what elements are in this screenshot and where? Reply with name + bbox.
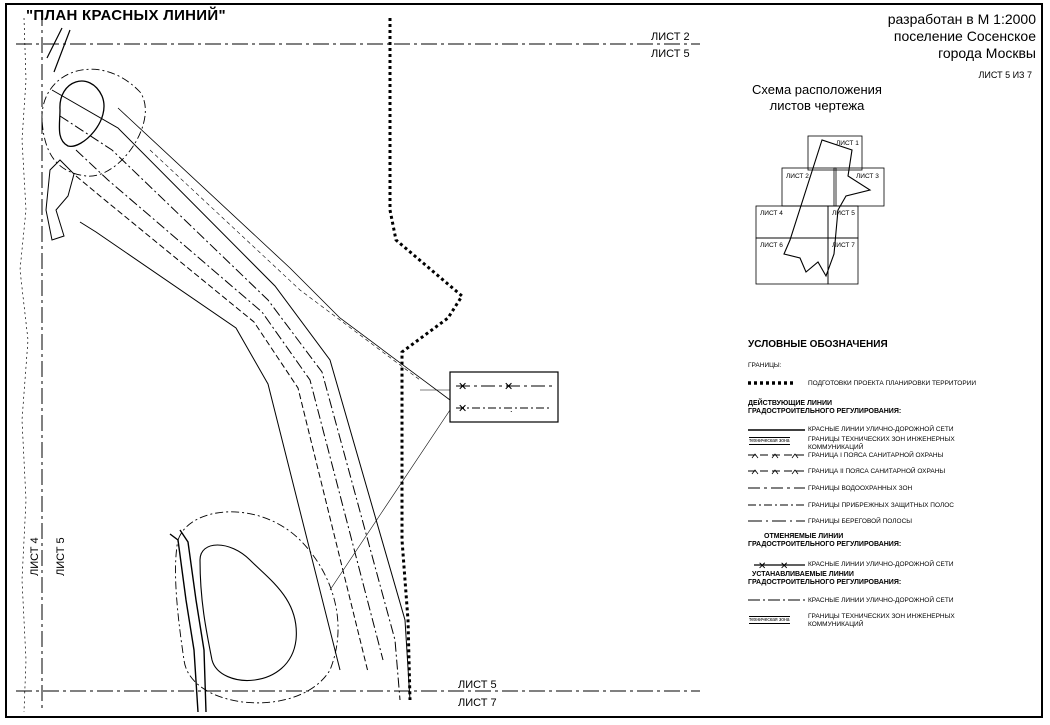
road-line-g: [149, 149, 421, 381]
legend-project-boundary: ПОДГОТОВКИ ПРОЕКТА ПЛАНИРОВКИ ТЕРРИТОРИИ: [808, 380, 977, 387]
scheme-sheet-1: ЛИСТ 1: [836, 140, 859, 147]
pond-top: [58, 80, 105, 147]
legend-zone-tag-new: техническая зона: [749, 616, 790, 624]
legend-new-item-3: КОММУНИКАЦИЙ: [808, 621, 864, 628]
legend-new-header-2: ГРАДОСТРОИТЕЛЬНОГО РЕГУЛИРОВАНИЯ:: [748, 579, 902, 586]
legend-new-item-1: КРАСНЫЕ ЛИНИИ УЛИЧНО-ДОРОЖНОЙ СЕТИ: [808, 597, 954, 604]
header-line1: разработан в М 1:2000: [887, 11, 1036, 27]
road-line-d: [75, 175, 369, 673]
scheme-title-line1: Схема расположения: [752, 82, 882, 97]
sheet-label-left-b: ЛИСТ 5: [55, 537, 67, 576]
legend-existing-item-1: КРАСНЫЕ ЛИНИИ УЛИЧНО-ДОРОЖНОЙ СЕТИ: [808, 426, 954, 433]
legend-existing-item-8: ГРАНИЦЫ БЕРЕГОВОЙ ПОЛОСЫ: [808, 518, 913, 525]
svg-text:✕: ✕: [504, 381, 513, 393]
legend-cancelled-item-1: КРАСНЫЕ ЛИНИИ УЛИЧНО-ДОРОЖНОЙ СЕТИ: [808, 561, 954, 568]
legend-cancelled-header-1: ОТМЕНЯЕМЫЕ ЛИНИИ: [764, 533, 844, 540]
legend-existing-item-5: ГРАНИЦА II ПОЯСА САНИТАРНОЙ ОХРАНЫ: [808, 468, 946, 475]
svg-text:.: .: [510, 404, 513, 414]
sheet-label-bottom-lower: ЛИСТ 7: [458, 697, 497, 709]
scheme-sheet-4: ЛИСТ 4: [760, 210, 783, 217]
legend-new-header-1: УСТАНАВЛИВАЕМЫЕ ЛИНИИ: [752, 571, 854, 578]
legend-existing-item-4: ГРАНИЦА I ПОЯСА САНИТАРНОЙ ОХРАНЫ: [808, 452, 944, 459]
drawing-title: "ПЛАН КРАСНЫХ ЛИНИЙ": [26, 7, 226, 24]
road-edge-left: [46, 27, 71, 73]
legend-cancelled-header-2: ГРАДОСТРОИТЕЛЬНОГО РЕГУЛИРОВАНИЯ:: [748, 541, 902, 548]
legend-existing-item-6: ГРАНИЦЫ ВОДООХРАННЫХ ЗОН: [808, 485, 913, 492]
svg-text:✕: ✕: [758, 561, 766, 572]
stream-bottom: [169, 529, 207, 713]
scheme-sheet-3: ЛИСТ 3: [856, 173, 879, 180]
scheme-sheet-7: ЛИСТ 7: [832, 242, 855, 249]
sheet-label-bottom-upper: ЛИСТ 5: [458, 679, 497, 691]
legend-existing-item-3: КОММУНИКАЦИЙ: [808, 444, 864, 451]
legend-samples: ✕ ✕: [748, 381, 805, 601]
road-line-b: [59, 115, 401, 701]
drawing-frame: [5, 3, 1043, 718]
project-boundary: [388, 18, 464, 701]
scheme-title: Схема расположения листов чертежа: [742, 82, 892, 114]
header-sheet-of: ЛИСТ 5 ИЗ 7: [978, 70, 1033, 80]
legend-existing-item-2: ГРАНИЦЫ ТЕХНИЧЕСКИХ ЗОН ИНЖЕНЕРНЫХ: [808, 436, 955, 443]
svg-text:✕: ✕: [458, 403, 467, 415]
left-edge-hatch: [19, 17, 29, 713]
pond-bottom-buffer: [175, 511, 339, 704]
scheme-sheet-2: ЛИСТ 2: [786, 173, 809, 180]
road-line-e: [79, 221, 341, 671]
scheme-sheet-6: ЛИСТ 6: [760, 242, 783, 249]
sheet-label-left-a: ЛИСТ 4: [29, 537, 41, 576]
callout-box: [449, 371, 559, 423]
pond-bottom: [199, 544, 297, 681]
legend-existing-header-1: ДЕЙСТВУЮЩИЕ ЛИНИИ: [748, 400, 833, 407]
svg-text:✕: ✕: [458, 381, 467, 393]
road-line-c: [75, 149, 384, 661]
legend-zone-tag-existing: техническая зона: [749, 437, 790, 445]
legend-boundaries-label: ГРАНИЦЫ:: [748, 362, 782, 369]
svg-text:✕: ✕: [780, 561, 788, 572]
sheet-label-top-lower: ЛИСТ 5: [651, 48, 690, 60]
legend-new-item-2: ГРАНИЦЫ ТЕХНИЧЕСКИХ ЗОН ИНЖЕНЕРНЫХ: [808, 613, 955, 620]
road-line-a: [51, 89, 411, 701]
leader-1: [329, 409, 451, 591]
sheet-label-top-upper: ЛИСТ 2: [651, 31, 690, 43]
pond-top-shore: [45, 159, 75, 241]
scheme-sheet-5: ЛИСТ 5: [832, 210, 855, 217]
header-line3: города Москвы: [938, 45, 1036, 61]
road-line-f: [117, 107, 451, 401]
legend-heading: УСЛОВНЫЕ ОБОЗНАЧЕНИЯ: [748, 339, 888, 350]
sheet-index-scheme: [755, 135, 885, 285]
legend-existing-header-2: ГРАДОСТРОИТЕЛЬНОГО РЕГУЛИРОВАНИЯ:: [748, 408, 902, 415]
legend-existing-item-7: ГРАНИЦЫ ПРИБРЕЖНЫХ ЗАЩИТНЫХ ПОЛОС: [808, 502, 954, 509]
scheme-title-line2: листов чертежа: [769, 98, 865, 113]
header-line2: поселение Сосенское: [893, 28, 1036, 44]
